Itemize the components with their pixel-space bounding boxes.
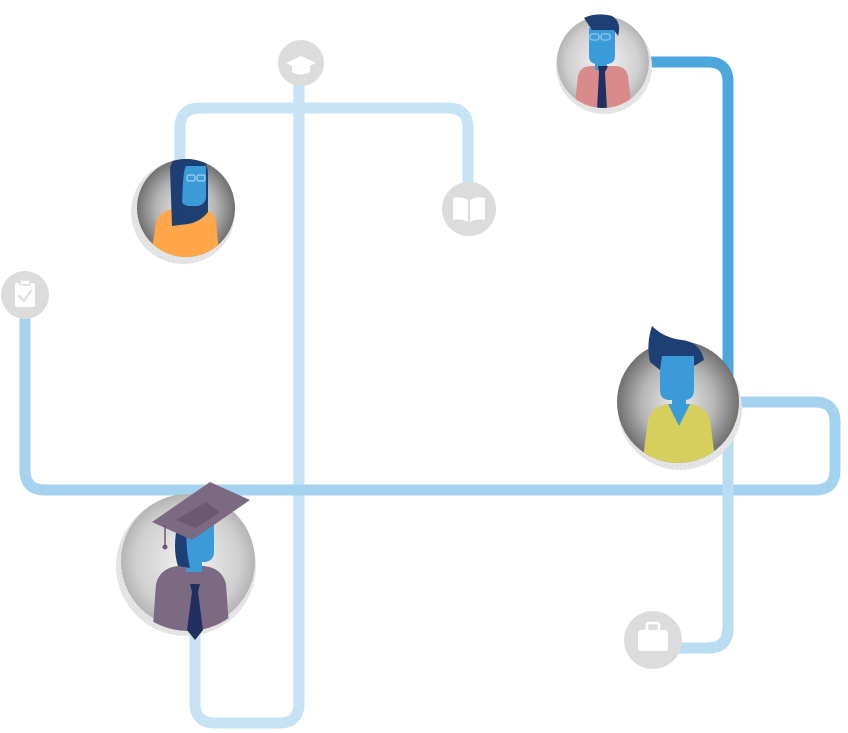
woman-glasses-avatar	[131, 159, 235, 264]
book-icon	[442, 182, 496, 236]
man-tie-avatar	[556, 14, 652, 114]
path-right-vertical-fade	[654, 414, 734, 654]
man-quiff-avatar	[617, 326, 742, 470]
path-top-loop	[174, 102, 474, 194]
clipboard-check-icon	[1, 271, 49, 319]
graduate-avatar	[116, 482, 256, 640]
graduation-cap-icon	[278, 40, 324, 86]
path-lines	[19, 56, 841, 729]
path-grad-vertical	[189, 56, 305, 729]
briefcase-icon	[624, 611, 682, 669]
path-horizontal-main	[19, 294, 841, 496]
